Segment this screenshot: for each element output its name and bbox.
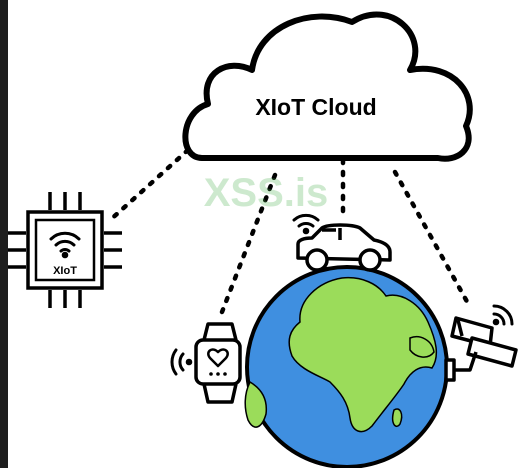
cloud-label: XIoT Cloud: [255, 94, 376, 120]
wifi-icon: [170, 348, 193, 376]
link-cloud-watch: [219, 172, 278, 315]
globe-icon: [244, 265, 449, 468]
wifi-icon: [292, 213, 320, 235]
chip-pins: [8, 192, 122, 308]
left-frame-edge: [0, 0, 8, 468]
connection-lines: [105, 147, 473, 315]
link-cloud-camera: [392, 169, 473, 310]
link-cloud-chip: [105, 147, 191, 225]
wifi-icon: [49, 231, 81, 259]
security-camera-icon: [444, 304, 518, 382]
cloud-icon: XIoT Cloud: [182, 11, 473, 162]
chip-label: XIoT: [53, 265, 77, 277]
heart-icon: [207, 348, 229, 368]
wifi-icon: [492, 304, 514, 326]
watch-dots: [209, 372, 227, 376]
car-icon: [292, 213, 392, 272]
watermark: XSS.is: [204, 171, 329, 215]
smartwatch-icon: [170, 322, 242, 404]
chip-icon: XIoT: [8, 192, 122, 308]
